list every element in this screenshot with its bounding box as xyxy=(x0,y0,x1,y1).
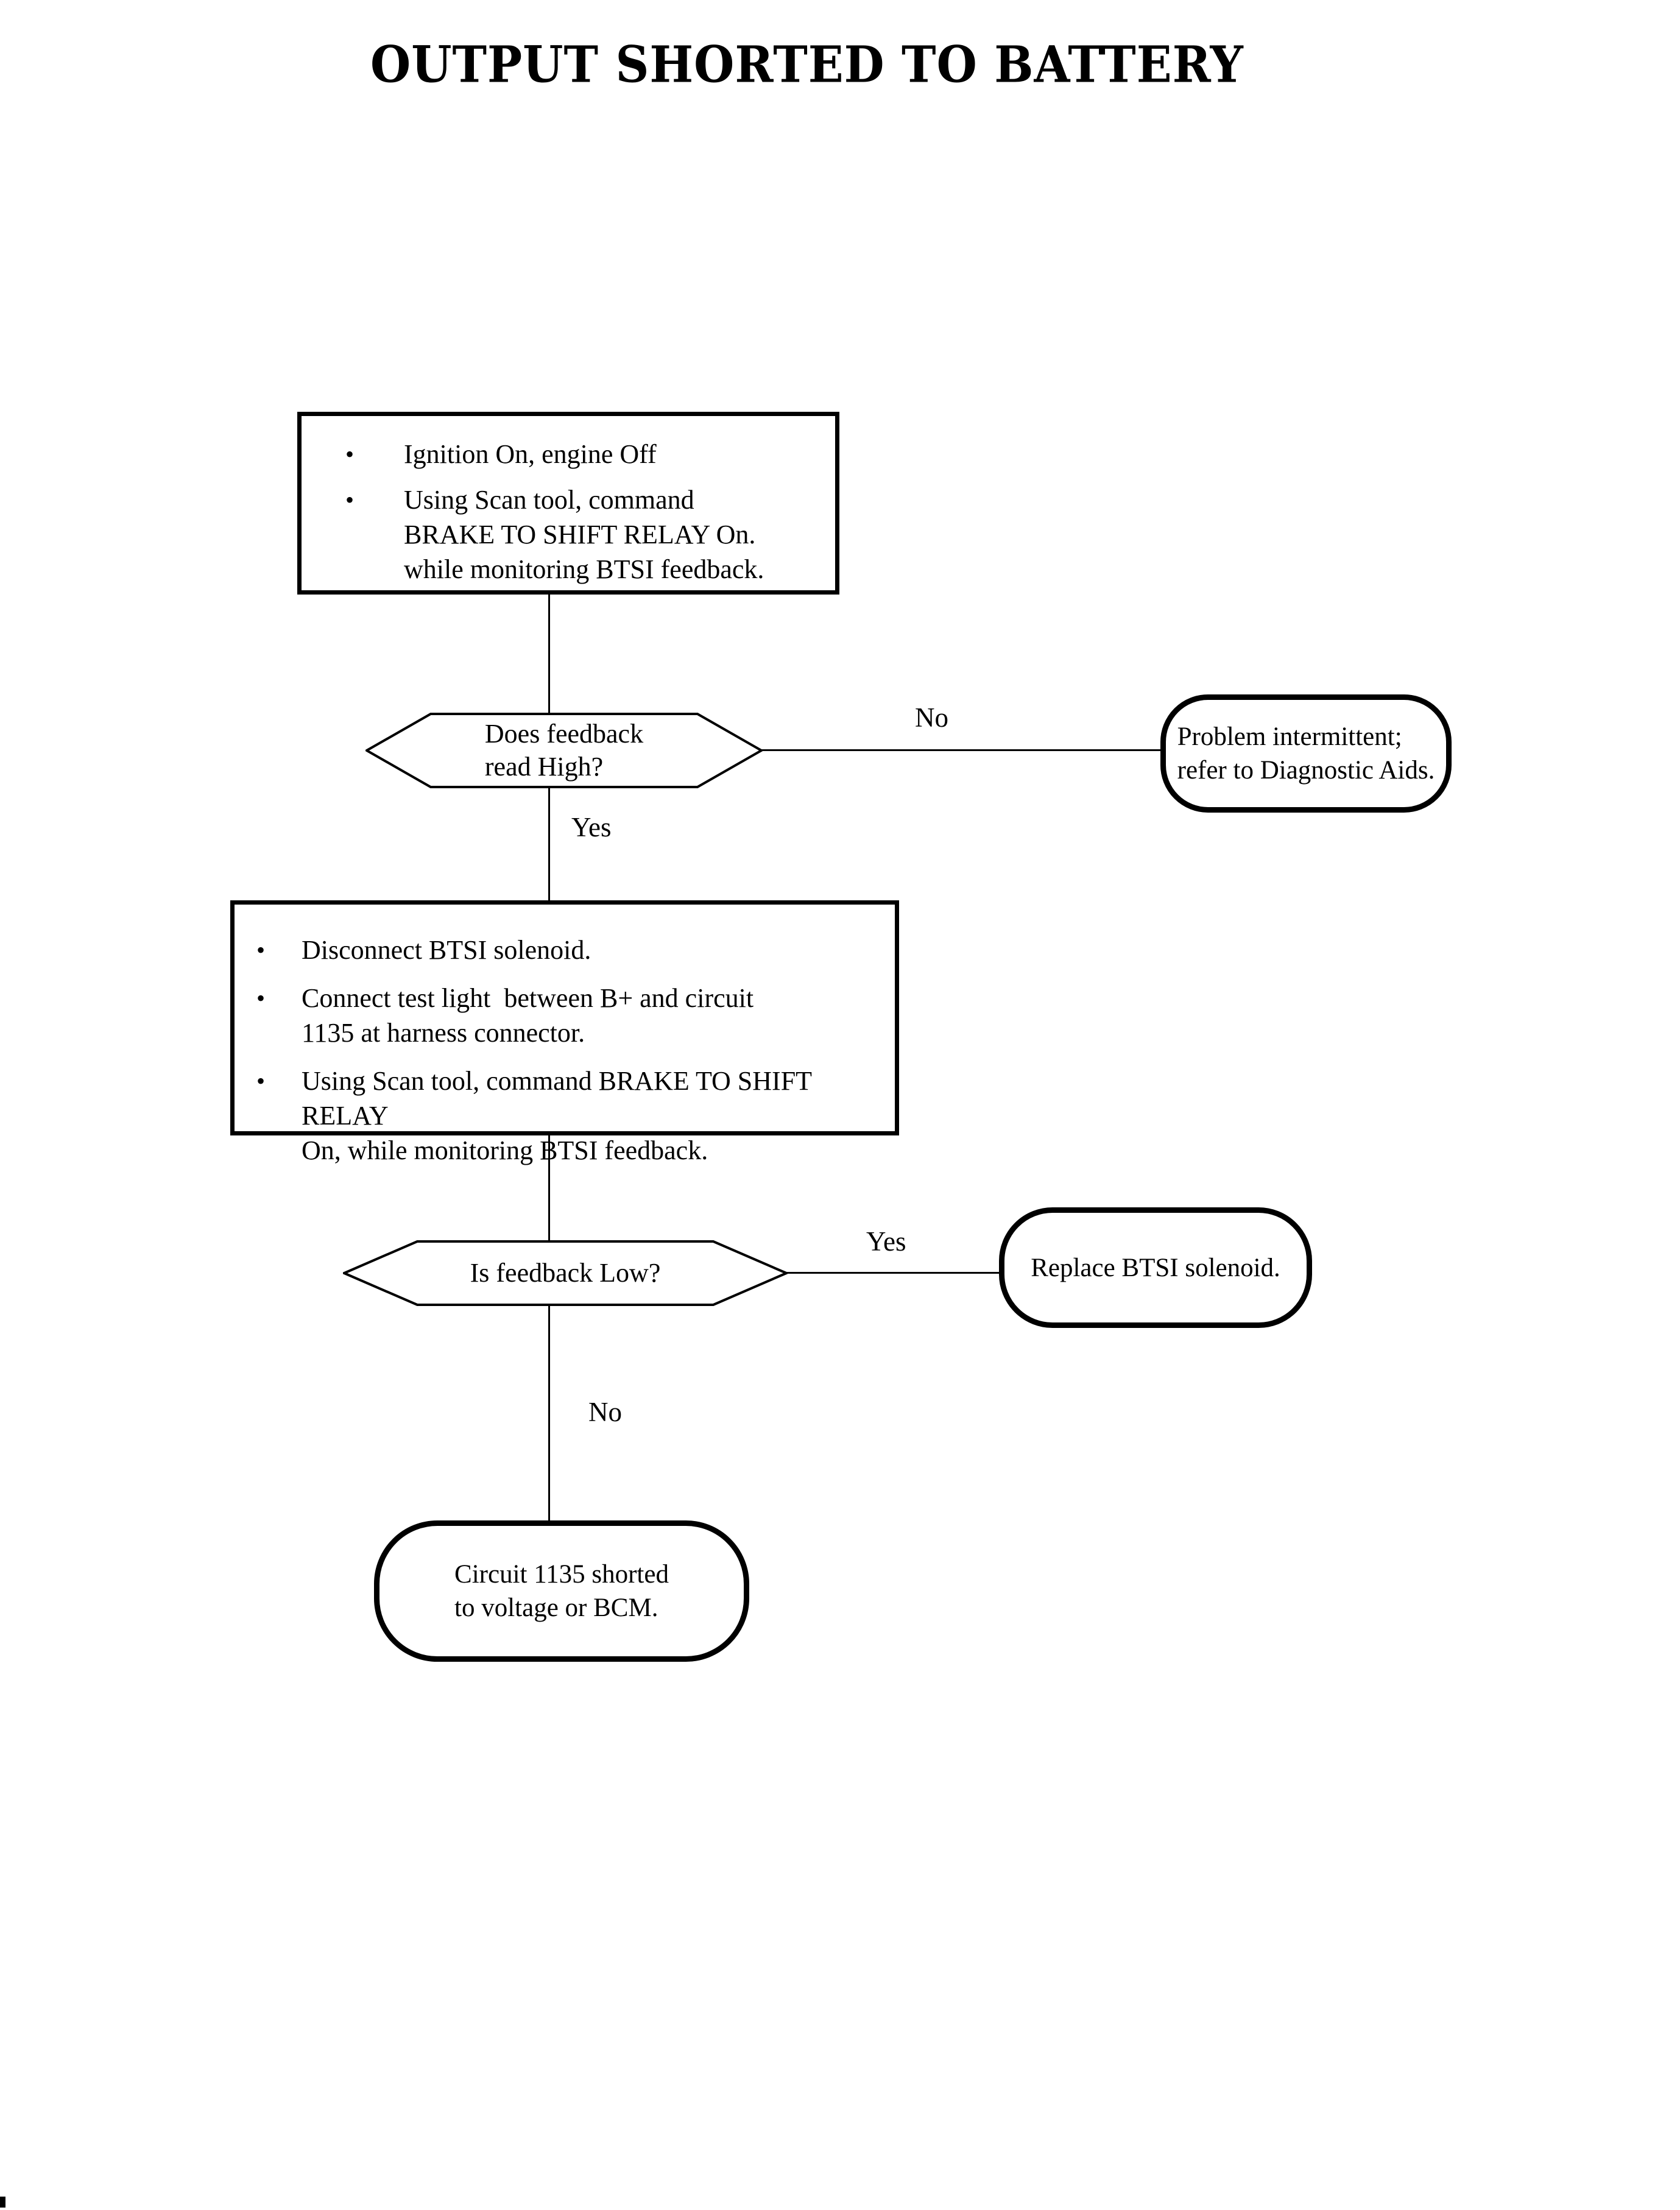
connector-line xyxy=(786,1272,1000,1274)
decision-hexagon-feedback-high: Does feedback read High? xyxy=(365,713,763,788)
bullet-text: Using Scan tool, command BRAKE TO SHIFT … xyxy=(404,485,764,584)
process-box-initial-setup: • Ignition On, engine Off • Using Scan t… xyxy=(297,412,839,595)
bullet-icon: • xyxy=(256,936,266,964)
bullet-text: Using Scan tool, command BRAKE TO SHIFT … xyxy=(302,1066,812,1165)
edge-label-yes: Yes xyxy=(866,1226,906,1257)
edge-label-no: No xyxy=(588,1397,622,1427)
connector-line xyxy=(548,1305,550,1522)
connector-line xyxy=(548,1134,550,1241)
bullet-icon: • xyxy=(256,1067,266,1095)
scan-artifact xyxy=(0,2197,5,2208)
bullet-icon: • xyxy=(345,440,355,468)
bullet-item: • Connect test light between B+ and circ… xyxy=(256,981,889,1050)
process-box-content: • Ignition On, engine Off • Using Scan t… xyxy=(302,416,835,590)
bullet-item: • Ignition On, engine Off xyxy=(345,437,823,471)
bullet-text: Ignition On, engine Off xyxy=(404,439,657,469)
terminal-replace-solenoid: Replace BTSI solenoid. xyxy=(999,1207,1312,1328)
bullet-item: • Disconnect BTSI solenoid. xyxy=(256,933,889,967)
decision-hexagon-feedback-low: Is feedback Low? xyxy=(343,1240,788,1306)
bullet-item: • Using Scan tool, command BRAKE TO SHIF… xyxy=(345,482,823,587)
bullet-text: Connect test light between B+ and circui… xyxy=(302,983,754,1048)
decision-question: Does feedback read High? xyxy=(484,719,644,782)
edge-label-no: No xyxy=(915,702,948,733)
process-box-test-light: • Disconnect BTSI solenoid. • Connect te… xyxy=(230,900,899,1165)
terminal-text: Problem intermittent; refer to Diagnosti… xyxy=(1177,722,1435,785)
connector-line xyxy=(548,787,550,902)
decision-question: Is feedback Low? xyxy=(470,1258,661,1288)
terminal-text: Circuit 1135 shorted to voltage or BCM. xyxy=(454,1560,669,1622)
terminal-text: Replace BTSI solenoid. xyxy=(1031,1253,1280,1282)
process-box-content: • Disconnect BTSI solenoid. • Connect te… xyxy=(235,905,895,1165)
terminal-problem-intermittent: Problem intermittent; refer to Diagnosti… xyxy=(1160,694,1452,813)
bullet-icon: • xyxy=(345,486,355,514)
terminal-circuit-shorted: Circuit 1135 shorted to voltage or BCM. xyxy=(374,1520,749,1662)
edge-label-yes: Yes xyxy=(571,812,612,842)
connector-line xyxy=(548,593,550,714)
bullet-icon: • xyxy=(256,984,266,1012)
bullet-item: • Using Scan tool, command BRAKE TO SHIF… xyxy=(256,1064,889,1168)
bullet-text: Disconnect BTSI solenoid. xyxy=(302,935,591,965)
connector-line xyxy=(761,749,1162,751)
page-title: OUTPUT SHORTED TO BATTERY xyxy=(370,35,1244,94)
